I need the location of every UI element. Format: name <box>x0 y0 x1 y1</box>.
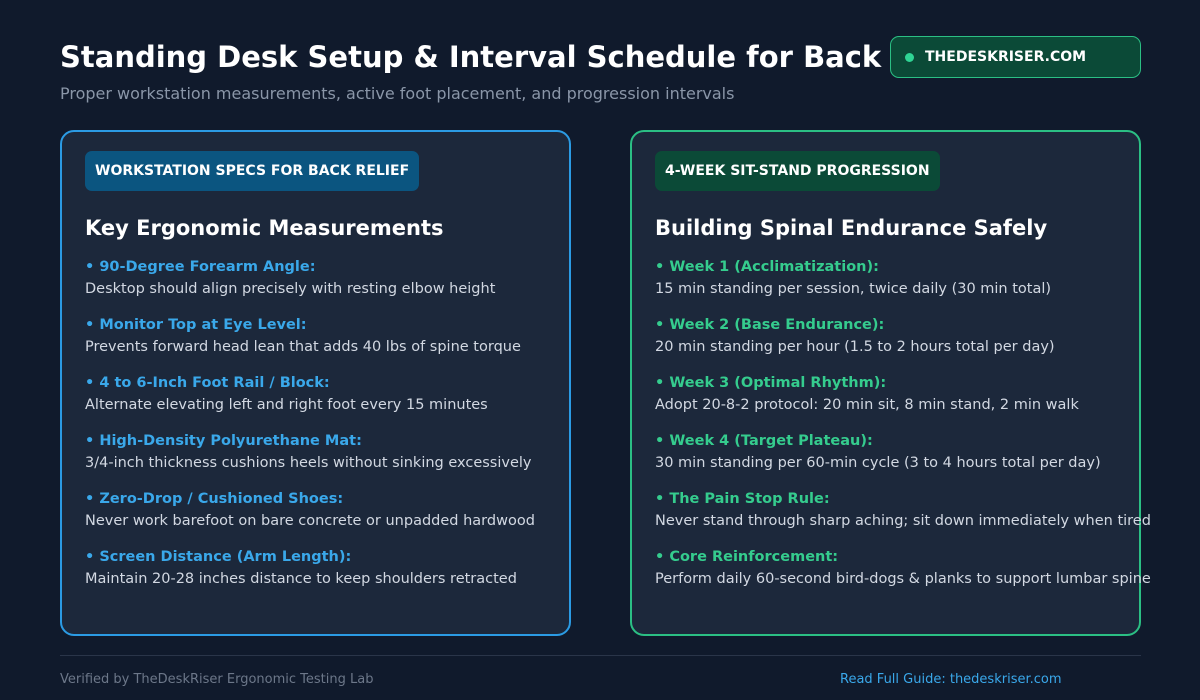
progression-title: Building Spinal Endurance Safely <box>655 216 1048 240</box>
list-item: • Week 2 (Base Endurance): 20 min standi… <box>655 316 1139 374</box>
list-item: • Week 1 (Acclimatization): 15 min stand… <box>655 258 1139 316</box>
list-item-description: Maintain 20-28 inches distance to keep s… <box>85 571 517 587</box>
list-item: • The Pain Stop Rule: Never stand throug… <box>655 490 1151 548</box>
list-item-heading: • Zero-Drop / Cushioned Shoes: <box>85 491 344 507</box>
workstation-specs-card: WORKSTATION SPECS FOR BACK RELIEF Key Er… <box>60 130 571 636</box>
list-item: • High-Density Polyurethane Mat: 3/4-inc… <box>85 432 569 490</box>
list-item-heading: • High-Density Polyurethane Mat: <box>85 433 362 449</box>
list-item-description: Desktop should align precisely with rest… <box>85 281 496 297</box>
list-item-heading: • Week 1 (Acclimatization): <box>655 259 879 275</box>
list-item: • Screen Distance (Arm Length): Maintain… <box>85 548 569 606</box>
list-item-heading: • 90-Degree Forearm Angle: <box>85 259 316 275</box>
progression-badge: 4-WEEK SIT-STAND PROGRESSION <box>655 151 940 191</box>
workstation-specs-title: Key Ergonomic Measurements <box>85 216 444 240</box>
list-item-description: Never stand through sharp aching; sit do… <box>655 513 1151 529</box>
brand-badge[interactable]: THEDESKRISER.COM <box>890 36 1141 78</box>
list-item: • Week 3 (Optimal Rhythm): Adopt 20-8-2 … <box>655 374 1139 432</box>
list-item-heading: • Week 4 (Target Plateau): <box>655 433 873 449</box>
list-item: • 4 to 6-Inch Foot Rail / Block: Alterna… <box>85 374 569 432</box>
list-item: • Core Reinforcement: Perform daily 60-s… <box>655 548 1151 606</box>
list-item-heading: • Core Reinforcement: <box>655 549 839 565</box>
list-item-description: 30 min standing per 60-min cycle (3 to 4… <box>655 455 1101 471</box>
brand-dot-icon <box>905 52 914 62</box>
list-item: • 90-Degree Forearm Angle: Desktop shoul… <box>85 258 569 316</box>
list-item-heading: • The Pain Stop Rule: <box>655 491 830 507</box>
list-item: • Zero-Drop / Cushioned Shoes: Never wor… <box>85 490 569 548</box>
list-item-description: Alternate elevating left and right foot … <box>85 397 488 413</box>
page-title: Standing Desk Setup & Interval Schedule … <box>60 40 962 74</box>
list-item-description: Adopt 20-8-2 protocol: 20 min sit, 8 min… <box>655 397 1079 413</box>
list-item-heading: • Week 2 (Base Endurance): <box>655 317 885 333</box>
list-item-description: 3/4-inch thickness cushions heels withou… <box>85 455 532 471</box>
workstation-specs-list: • 90-Degree Forearm Angle: Desktop shoul… <box>85 258 569 606</box>
list-item-heading: • 4 to 6-Inch Foot Rail / Block: <box>85 375 330 391</box>
workstation-specs-badge: WORKSTATION SPECS FOR BACK RELIEF <box>85 151 420 191</box>
list-item-heading: • Screen Distance (Arm Length): <box>85 549 352 565</box>
list-item-heading: • Monitor Top at Eye Level: <box>85 317 307 333</box>
progression-list: • Week 1 (Acclimatization): 15 min stand… <box>655 258 1151 606</box>
list-item-description: Never work barefoot on bare concrete or … <box>85 513 535 529</box>
list-item: • Monitor Top at Eye Level: Prevents for… <box>85 316 569 374</box>
list-item-heading: • Week 3 (Optimal Rhythm): <box>655 375 887 391</box>
footer-divider <box>60 655 1141 656</box>
brand-label: THEDESKRISER.COM <box>925 49 1087 65</box>
list-item-description: 15 min standing per session, twice daily… <box>655 281 1052 297</box>
progression-card: 4-WEEK SIT-STAND PROGRESSION Building Sp… <box>630 130 1151 636</box>
list-item-description: Prevents forward head lean that adds 40 … <box>85 339 521 355</box>
list-item: • Week 4 (Target Plateau): 30 min standi… <box>655 432 1139 490</box>
footer-guide-link[interactable]: Read Full Guide: thedeskriser.com <box>840 672 1062 687</box>
list-item-description: 20 min standing per hour (1.5 to 2 hours… <box>655 339 1055 355</box>
footer-verified-text: Verified by TheDeskRiser Ergonomic Testi… <box>60 672 374 687</box>
list-item-description: Perform daily 60-second bird-dogs & plan… <box>655 571 1151 587</box>
page-subtitle: Proper workstation measurements, active … <box>60 84 735 103</box>
